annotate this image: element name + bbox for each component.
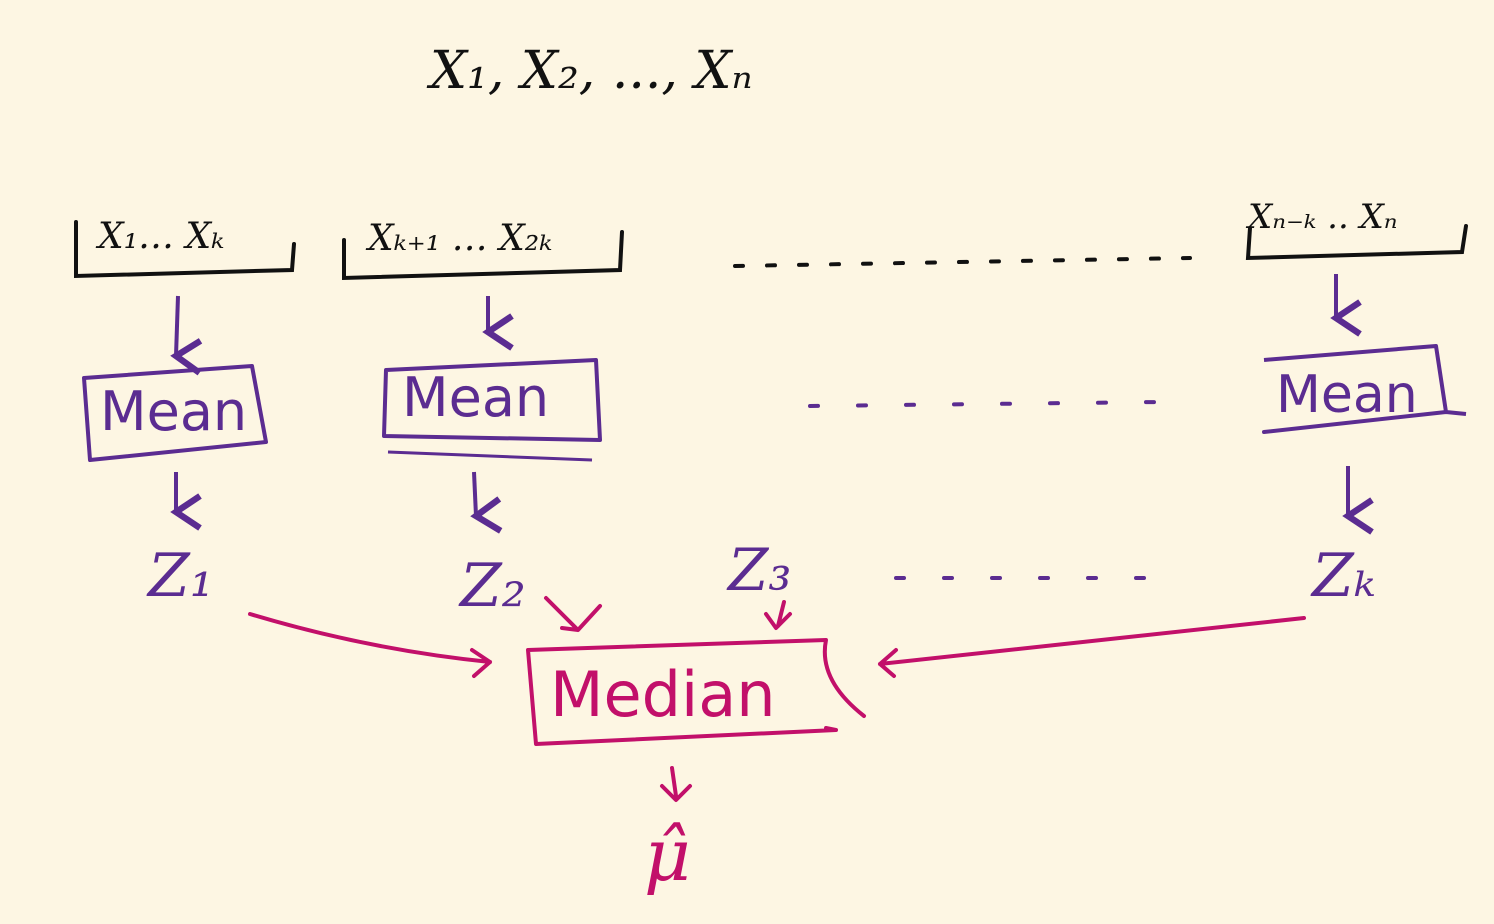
group-last-bracket [1245,224,1468,261]
group-2-label: Xₖ₊₁ … X₂ₖ [365,218,552,259]
median-box [526,638,866,746]
mean-box-2-underline [387,450,593,462]
group-last-label: Xₙ₋ₖ .. Xₙ [1245,197,1398,237]
sequence-label: X₁, X₂, ..., Xₙ [426,41,753,101]
arrow-zk-to-median [878,616,1306,678]
result-label: μ̂ [644,813,691,897]
z3-label: Z₃ [726,536,792,604]
z2-label: Z₂ [458,551,526,621]
group-1-bracket [74,220,296,279]
mean-box-last [1262,344,1467,434]
arrow-mean2-to-z2 [470,471,503,534]
mean-box-1-label: Mean [100,380,247,443]
arrow-z1-to-median [248,612,492,678]
continuation-dots-mean [808,400,1162,408]
median-box-label: Median [550,658,776,731]
arrow-bracket1-to-mean1 [170,295,203,376]
zk-label: Zₖ [1310,541,1376,611]
mean-box-last-label: Mean [1276,365,1418,425]
group-1-label: X₁… Xₖ [95,216,224,257]
continuation-dots-top [733,256,1192,268]
mean-box-2-label: Mean [402,366,549,429]
z1-label: Z₁ [146,541,214,611]
arrow-z3-to-median [764,600,792,630]
mean-box-2 [382,358,602,442]
mean-box-1 [82,364,268,462]
group-2-bracket [342,230,624,281]
arrow-median-to-result [660,766,692,802]
arrow-z2-to-median [544,596,602,632]
